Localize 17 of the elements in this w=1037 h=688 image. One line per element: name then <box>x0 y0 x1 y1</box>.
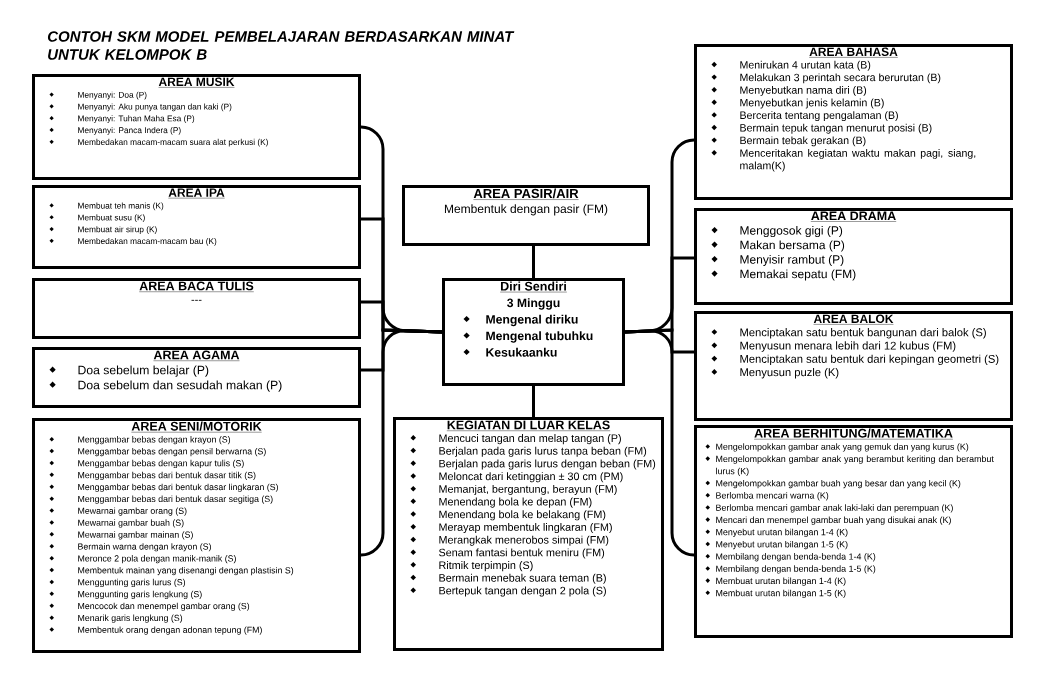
connector-line <box>624 329 695 557</box>
area-box: AREA IPA Membuat teh manis (K) Membuat susu (K) Membuat air sirup (K) Membedakan macam-macam bau (K) <box>32 185 361 269</box>
title: CONTOH SKM MODEL PEMBELAJARAN BERDASARKAN MINAT UNTUK KELOMPOK B <box>47 31 515 60</box>
area-box: AREA BAHASA Menirukan 4 urutan kata (B) Melakukan 3 perintah secara berurutan (B) Menyebutkan nama diri (B) Menyebutkan jenis kelamin (B) Bercerita tentang pengalaman (B) Bermain tepuk tangan menurut posisi (B) Bermain tebak gerakan (B) Menceritakan kegiatan waktu makan pagi, siang, malam(K) <box>694 44 1013 200</box>
topic-box: Diri Sendiri 3 Minggu Mengenal diriku Mengenal tubuhku Kesukaanku <box>442 278 625 386</box>
area-box: AREA BERHITUNG/MATEMATIKA Mengelompokkan gambar anak yang gemuk dan yang kurus (K) Mengelompokkan gambar anak yang berambut keriting dan berambut lurus (K) Mengelompokkan gambar buah yang besar dan yang kecil (K) Berlomba mencari warna (K) Berlomba mencari gambar anak laki-laki dan perempuan (K) Mencari dan menempel gambar buah yang disukai anak (K) Menyebut urutan bilangan 1-4 (K) Menyebut urutan bilangan 1-5 (K) Membilang dengan benda-benda 1-4 (K) Membilang dengan benda-benda 1-5 (K) Membuat urutan bilangan 1-4 (K) Membuat urutan bilangan 1-5 (K) <box>694 425 1013 638</box>
area-box: AREA BALOK Menciptakan satu bentuk bangunan dari balok (S) Menyusun menara lebih dari 12 kubus (FM) Menciptakan satu bentuk dari kepingan geometri (S) Menyusun puzle (K) <box>694 311 1013 421</box>
connector-line <box>532 386 535 417</box>
connector-line <box>532 246 535 278</box>
area-box: AREA AGAMA Doa sebelum belajar (P) Doa sebelum dan sesudah makan (P) <box>32 347 361 408</box>
connector-line <box>360 329 443 557</box>
area-box: AREA MUSIK Menyanyi: Doa (P) Menyanyi: Aku punya tangan dan kaki (P) Menyanyi: Tuhan Maha Esa (P) Menyanyi: Panca Indera (P) Membedakan macam-macam suara alat perkusi (K) <box>32 74 361 180</box>
area-box: AREA BACA TULIS --- <box>32 278 361 339</box>
area-box: AREA DRAMA Menggosok gigi (P) Makan bersama (P) Menyisir rambut (P) Memakai sepatu (FM) <box>694 208 1013 305</box>
area-box: AREA PASIR/AIR Membentuk dengan pasir (FM) <box>402 185 650 246</box>
area-box: KEGIATAN DI LUAR KELAS Mencuci tangan dan melap tangan (P) Berjalan pada garis lurus tanpa beban (FM) Berjalan pada garis lurus dengan beban (FM) Meloncat dari ketinggian ± 30 cm (PM) Memanjat, bergantung, berayun (FM) Menendang bola ke depan (FM) Menendang bola ke belakang (FM) Merayap membentuk lingkaran (FM) Merangkak menerobos simpai (FM) Senam fantasi bentuk meniru (FM) Ritmik terpimpin (S) Bermain menebak suara teman (B) Bertepuk tangan dengan 2 pola (S) <box>393 417 664 651</box>
area-box: AREA SENI/MOTORIK Menggambar bebas dengan krayon (S) Menggambar bebas dengan pensil berwarna (S) Menggambar bebas dengan kapur tulis (S) Menggambar bebas dari bentuk dasar titik (S) Menggambar bebas dari bentuk dasar lingkaran (S) Menggambar bebas dari bentuk dasar segitiga (S) Mewarnai gambar orang (S) Mewarnai gambar buah (S) Mewarnai gambar mainan (S) Bermain warna dengan krayon (S) Meronce 2 pola dengan manik-manik (S) Membentuk mainan yang disenangi dengan plastisin S) Menggunting garis lurus (S) Menggunting garis lengkung (S) Mencocok dan menempel gambar orang (S) Menarik garis lengkung (S) Membentuk orang dengan adonan tepung (FM) <box>32 418 361 653</box>
